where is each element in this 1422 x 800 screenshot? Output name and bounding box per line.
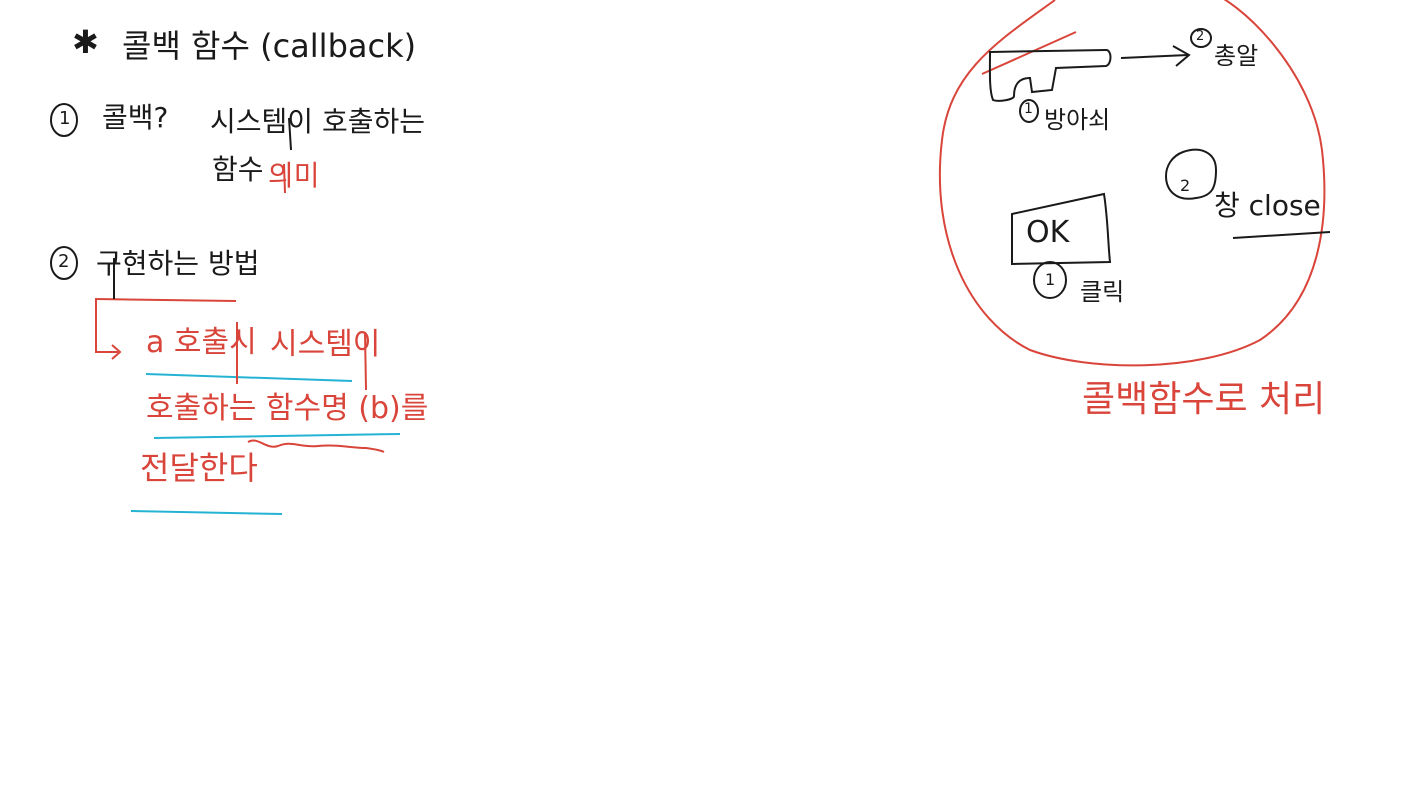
item2-marker: 2 bbox=[58, 251, 70, 272]
ok-button-label: OK bbox=[1026, 215, 1070, 250]
item2-line3: 전달한다 bbox=[140, 449, 258, 487]
item1-marker-circle bbox=[50, 103, 78, 137]
arrow-shaft bbox=[1120, 54, 1189, 59]
arrow-marker: 2 bbox=[1196, 29, 1205, 44]
item2-line2: 호출하는 함수명 (b)를 bbox=[146, 391, 429, 426]
red-circle-outline bbox=[938, 0, 1326, 367]
gun-label: 방아쇠 bbox=[1044, 106, 1111, 134]
item2-line1-b: 시스템이 bbox=[270, 327, 381, 362]
item1-text-line1: 시스템이 호출하는 bbox=[210, 105, 425, 138]
item2-title: 구현하는 방법 bbox=[96, 247, 260, 280]
ok-button-box bbox=[1011, 192, 1112, 266]
red-diagonal-stroke bbox=[981, 31, 1077, 75]
heading-star-icon: ✱ bbox=[72, 23, 99, 61]
gun-marker: 1 bbox=[1024, 101, 1033, 117]
gun-marker-circle bbox=[1019, 99, 1039, 123]
heading-text: 콜백 함수 (callback) bbox=[122, 27, 417, 65]
close-circle-shape bbox=[1164, 148, 1218, 200]
cyan-underline-3 bbox=[130, 510, 283, 515]
item1-text-bar bbox=[288, 117, 292, 151]
cyan-underline-2 bbox=[153, 433, 401, 439]
ok-click-label: 클릭 bbox=[1080, 278, 1125, 306]
gun-icon bbox=[988, 48, 1112, 102]
arrow-head bbox=[1172, 45, 1191, 67]
line1-separator-2 bbox=[364, 331, 367, 391]
item2-marker-circle bbox=[50, 246, 78, 280]
red-wavy-underline bbox=[247, 439, 385, 453]
item1-marker: 1 bbox=[59, 108, 71, 129]
item1-red-bar bbox=[283, 163, 286, 194]
arrow-marker-circle bbox=[1190, 28, 1212, 48]
conclusion-label: 콜백함수로 처리 bbox=[1082, 379, 1326, 420]
ok-marker-circle bbox=[1033, 261, 1067, 299]
close-marker: 2 bbox=[1180, 176, 1191, 195]
item2-line1-a: a 호출시 bbox=[146, 325, 257, 360]
item2-title-underline bbox=[94, 298, 237, 302]
close-label-underline bbox=[1232, 231, 1331, 239]
item1-text-line2-red: 의미 bbox=[268, 159, 320, 192]
ok-marker: 1 bbox=[1045, 270, 1056, 289]
cyan-underline-1 bbox=[145, 373, 353, 382]
item2-bracket-arrow bbox=[95, 300, 122, 360]
item1-question: 콜백? bbox=[102, 101, 169, 134]
arrow-label: 총알 bbox=[1214, 42, 1259, 70]
item1-text-line2-black: 함수 bbox=[212, 153, 264, 186]
close-label: 창 close bbox=[1214, 189, 1321, 222]
